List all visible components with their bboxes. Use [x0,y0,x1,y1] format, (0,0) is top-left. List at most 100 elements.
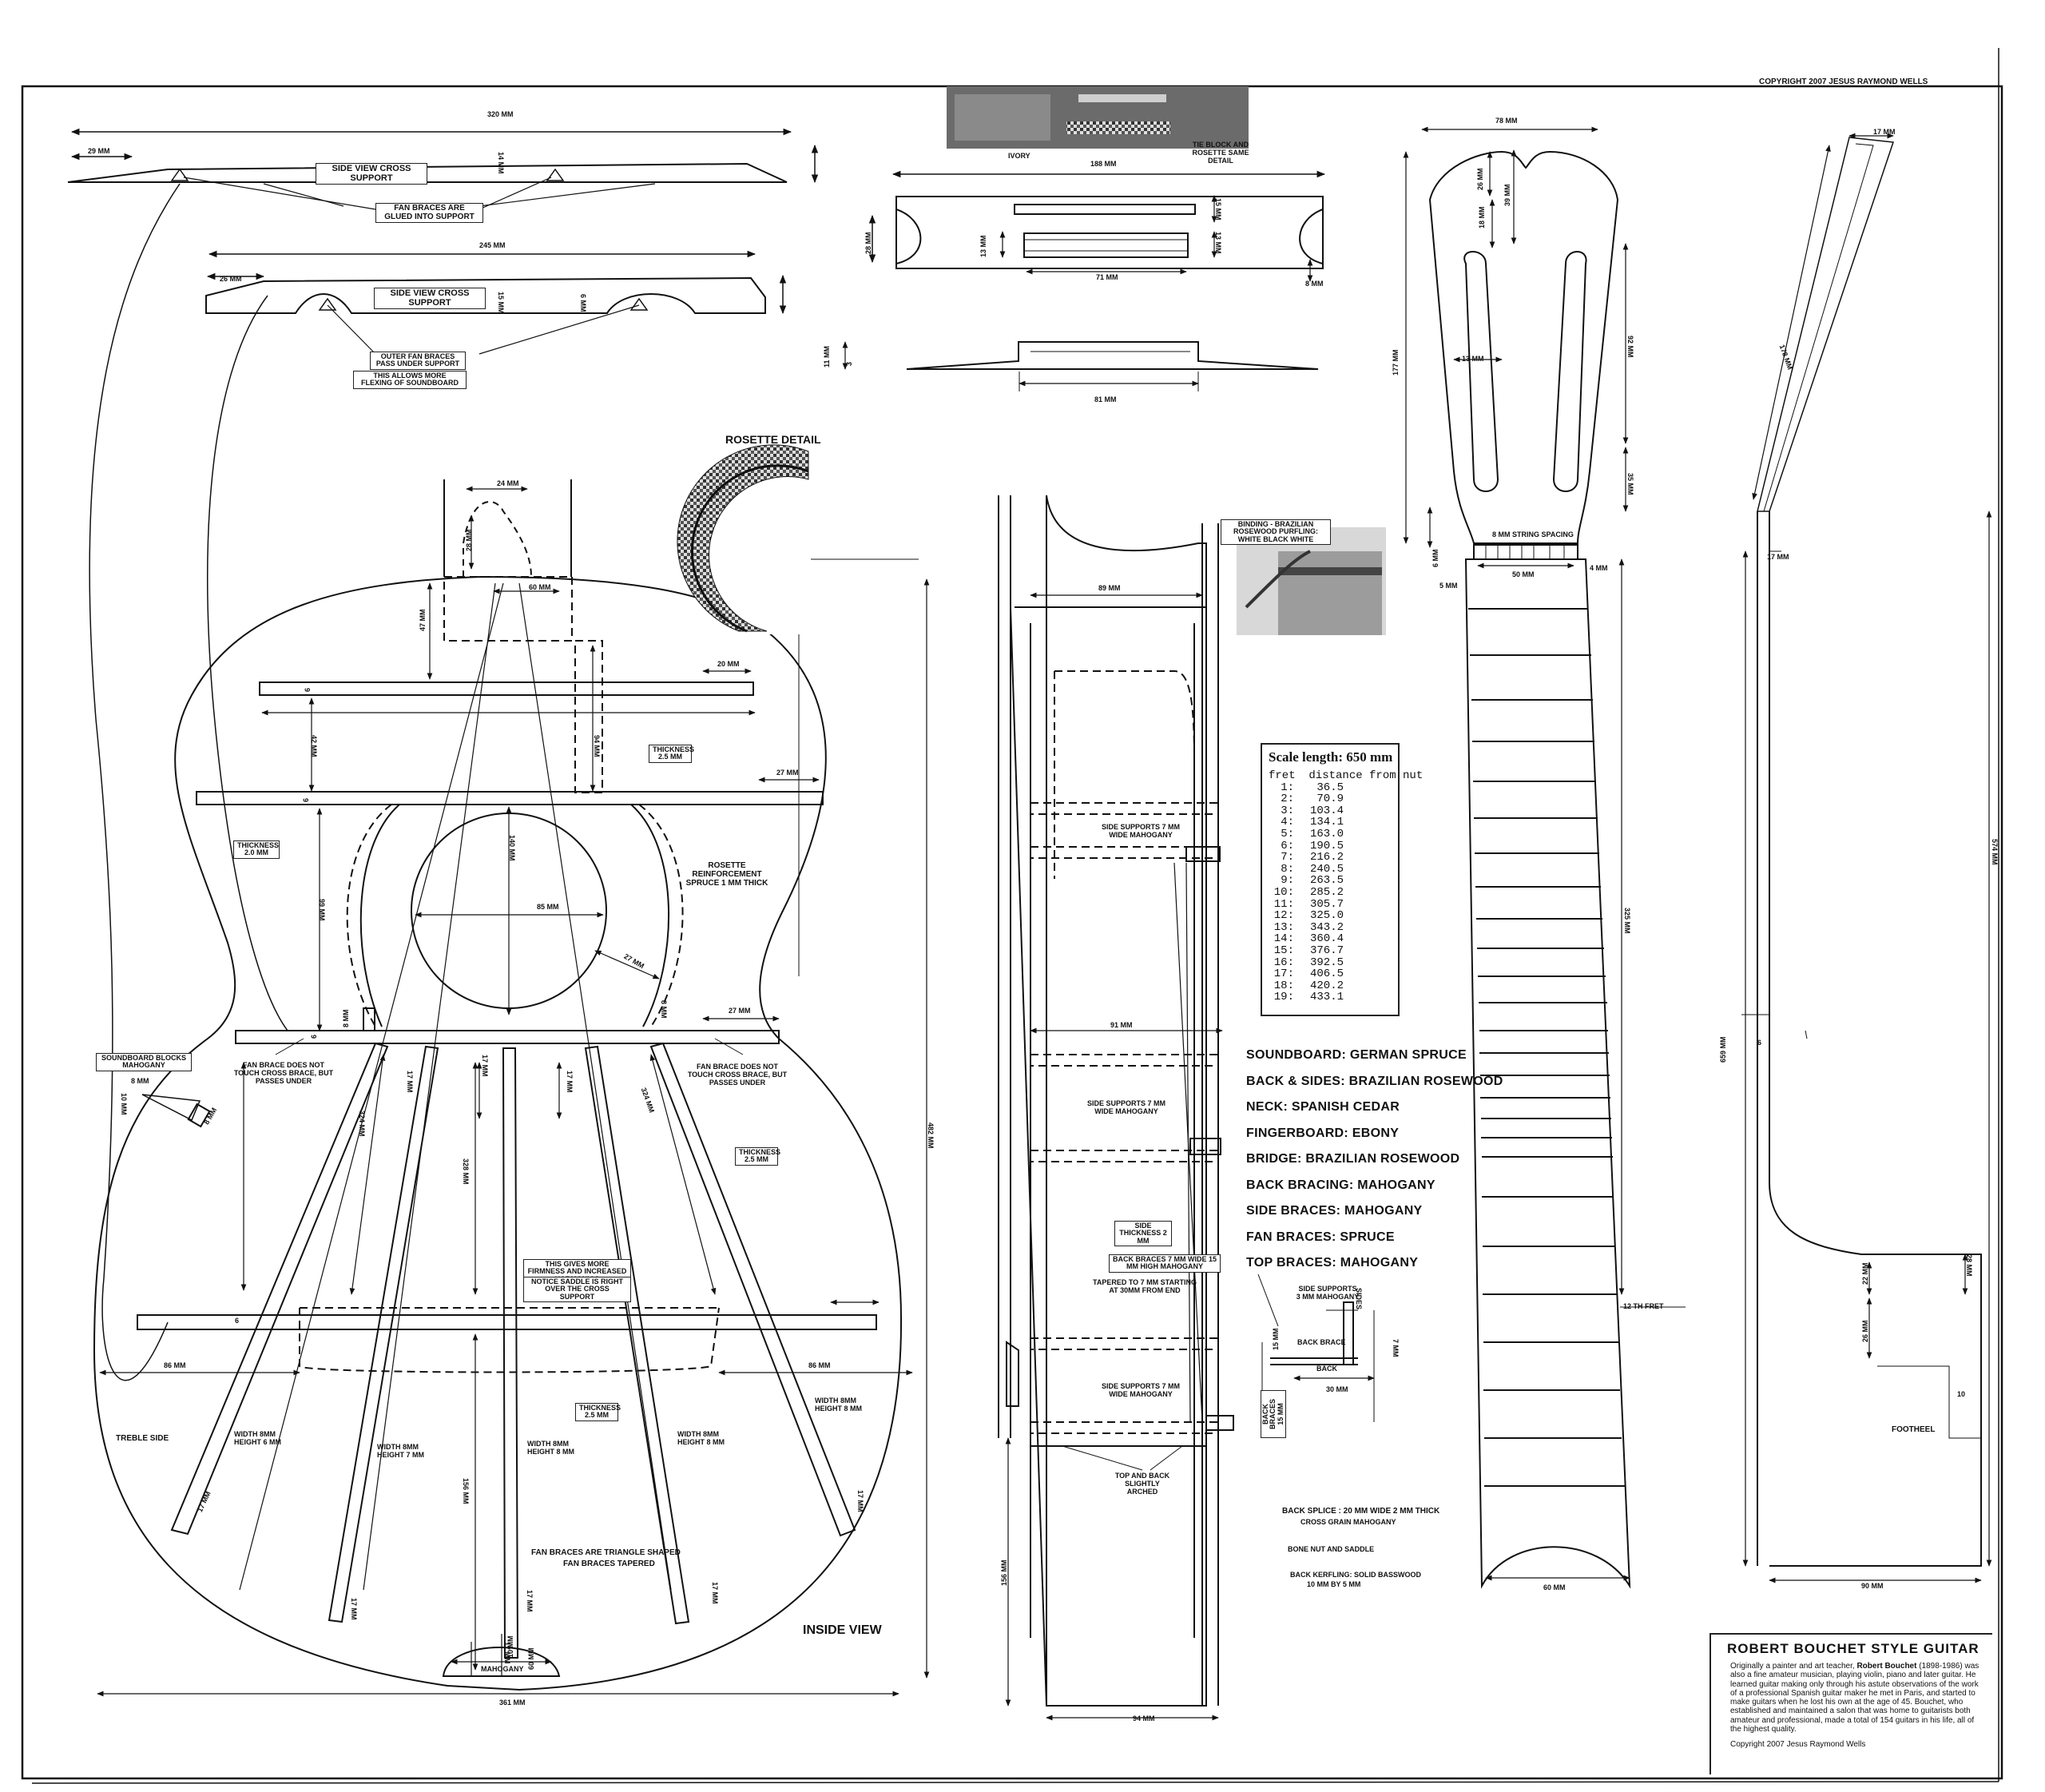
head-26-label: 26 MM [1476,168,1484,190]
fret-number: 10: [1273,885,1294,899]
fret-row: 8:240.5 [1238,864,1398,876]
block-width-label: 60 MM [529,583,551,591]
brace1-h-label: 6 [304,687,312,692]
fret-row: 4:134.1 [1238,817,1398,828]
fan-note-right: FAN BRACE DOES NOT TOUCH CROSS BRACE, BU… [687,1063,788,1087]
tail-block [442,1647,561,1677]
bridge-base-len-label: 81 MM [1094,395,1117,403]
bottom-17e-label: 17 MM [856,1490,864,1512]
profile-10-label: 10 [1957,1390,1966,1398]
fret-number: 7: [1281,851,1294,864]
fret-distance: 163.0 [1309,827,1344,840]
fret-distance: 305.7 [1309,897,1344,911]
footheel-label: FOOTHEEL [1892,1425,1936,1434]
material-item: TOP BRACES: MAHOGANY [1246,1256,1419,1269]
rosette-photo [677,444,811,634]
binding-note: BINDING - BRAZILIAN ROSEWOOD PURFLING: W… [1221,519,1331,546]
bridge-side-small-label: 3 [845,361,853,366]
fan-width-4-label: WIDTH 8MM HEIGHT 8 MM [677,1430,725,1446]
fan-17c-label: 17 MM [566,1071,574,1093]
fret-row: 5:163.0 [1238,828,1398,840]
side-bottom-width-label: 94 MM [1133,1715,1155,1722]
fan-braces [170,1042,856,1659]
neck-width-label: 24 MM [497,479,519,487]
detail-supports-label: SIDE SUPPORTS 3 MM MAHOGANY [1296,1285,1360,1301]
side-mid-width-label: 91 MM [1110,1021,1133,1029]
fret-distance: 376.7 [1309,944,1344,957]
block-height-label: 47 MM [419,609,427,631]
tail-60-label: 60 MM [527,1647,535,1670]
back-splice-label: BACK SPLICE : 20 MM WIDE 2 MM THICK [1282,1507,1440,1516]
fret-row: 15: 376.7 [1238,945,1398,957]
fret-number: 14: [1273,932,1294,946]
drawing-title: ROBERT BOUCHET STYLE GUITAR [1727,1641,1979,1656]
fret-number: 16: [1273,956,1294,969]
material-item: BRIDGE: BRAZILIAN ROSEWOOD [1246,1152,1460,1166]
fret-distance: 240.5 [1309,862,1344,876]
back-braces-vertical-label: BACK BRACES 15 MM [1261,1390,1287,1438]
thickness-label-4: THICKNESS 2.5 MM [575,1403,621,1421]
detail-15-label: 15 MM [1272,1328,1280,1350]
upper-side-view-label: SIDE VIEW CROSS SUPPORT [316,163,427,185]
soundboard-outline [93,575,903,1691]
fret-row: 3: 103.4 [1238,805,1398,817]
width-361-label: 361 MM [499,1699,526,1707]
binding-photo [1237,527,1386,635]
brace1-end-label: 20 MM [717,660,740,668]
fan-width-1-label: WIDTH 8MM HEIGHT 6 MM [234,1430,282,1446]
bio-name: Robert Bouchet [1856,1662,1917,1671]
profile-neck-17-label: 17 MM [1767,553,1789,561]
fan-156-label: 156 MM [462,1478,470,1504]
fret-distance: 360.4 [1309,932,1344,946]
profile-top-17-label: 17 MM [1873,128,1896,136]
rosette-detail-title: ROSETTE DETAIL [725,433,821,446]
top-brace-2 [196,791,824,805]
fan-width-5-label: WIDTH 8MM HEIGHT 8 MM [815,1397,863,1413]
fret-row: 9:263.5 [1238,875,1398,887]
fret-row: 6:190.5 [1238,840,1398,852]
fret-distance: 103.4 [1309,804,1344,817]
head-18-label: 18 MM [1478,206,1486,228]
fret-number: 13: [1273,920,1294,934]
fret-number: 15: [1273,944,1294,957]
gap1-label: 42 MM [310,735,318,757]
bio-part-2: (1898-1986) was also a fine amateur musi… [1730,1662,1979,1734]
detail-30-label: 30 MM [1326,1385,1348,1393]
fret-number: 1: [1281,781,1294,794]
material-item: SIDE BRACES: MAHOGANY [1246,1204,1423,1218]
fret-number: 19: [1273,991,1294,1004]
fret-number: 3: [1281,804,1294,817]
bridge-slot-h-label: 13 MM [979,235,987,257]
cross-grain-label: CROSS GRAIN MAHOGANY [1300,1518,1396,1526]
bridge-depth-label: 28 MM [864,232,872,254]
fret-row: 7:216.2 [1238,852,1398,864]
scale-title: Scale length: 650 mm [1269,749,1393,765]
nut-50-label: 50 MM [1512,570,1535,578]
fret-distance: 190.5 [1309,839,1344,852]
bottom-17b-label: 17 MM [350,1598,358,1620]
thickness-label-1: THICKNESS 2.5 MM [649,745,694,763]
material-item: BACK & SIDES: BRAZILIAN ROSEWOOD [1246,1074,1503,1088]
tapered-label: TAPERED TO 7 MM STARTING AT 30MM FROM EN… [1093,1278,1197,1294]
lower-brace-h-label: 6 [235,1317,240,1325]
neck-side-profile [1741,133,1992,1583]
gap2-label: 99 MM [318,899,326,921]
fan-17a-label: 17 MM [406,1071,414,1093]
side-top-width-label: 89 MM [1098,584,1121,592]
detail-sides-label: SIDES [1355,1288,1363,1310]
lower-side-view-label: SIDE VIEW CROSS SUPPORT [374,288,486,310]
fan-324a-label: 324 MM [358,1111,366,1137]
scale-length-table: Scale length: 650 mm fret distance from … [1261,743,1423,1016]
bridge-slot-len-label: 71 MM [1096,273,1118,281]
fret-distance: 134.1 [1309,816,1344,829]
neck-height-label: 28 MM [465,529,473,551]
material-item: SOUNDBOARD: GERMAN SPRUCE [1246,1048,1467,1062]
sb-width-label: 8 MM [131,1077,149,1085]
rosette-reinforcement-label: ROSETTE REINFORCEMENT SPRUCE 1 MM THICK [685,861,768,888]
slot-13-label: 13 MM [1462,355,1484,363]
side-supports-3-label: SIDE SUPPORTS 7 MM WIDE MAHOGANY [1101,1382,1180,1398]
flexing-note: THIS ALLOWS MORE FLEXING OF SOUNDBOARD [353,371,467,389]
lower-offset-label: 26 MM [220,275,242,283]
profile-659-label: 659 MM [1719,1036,1727,1063]
